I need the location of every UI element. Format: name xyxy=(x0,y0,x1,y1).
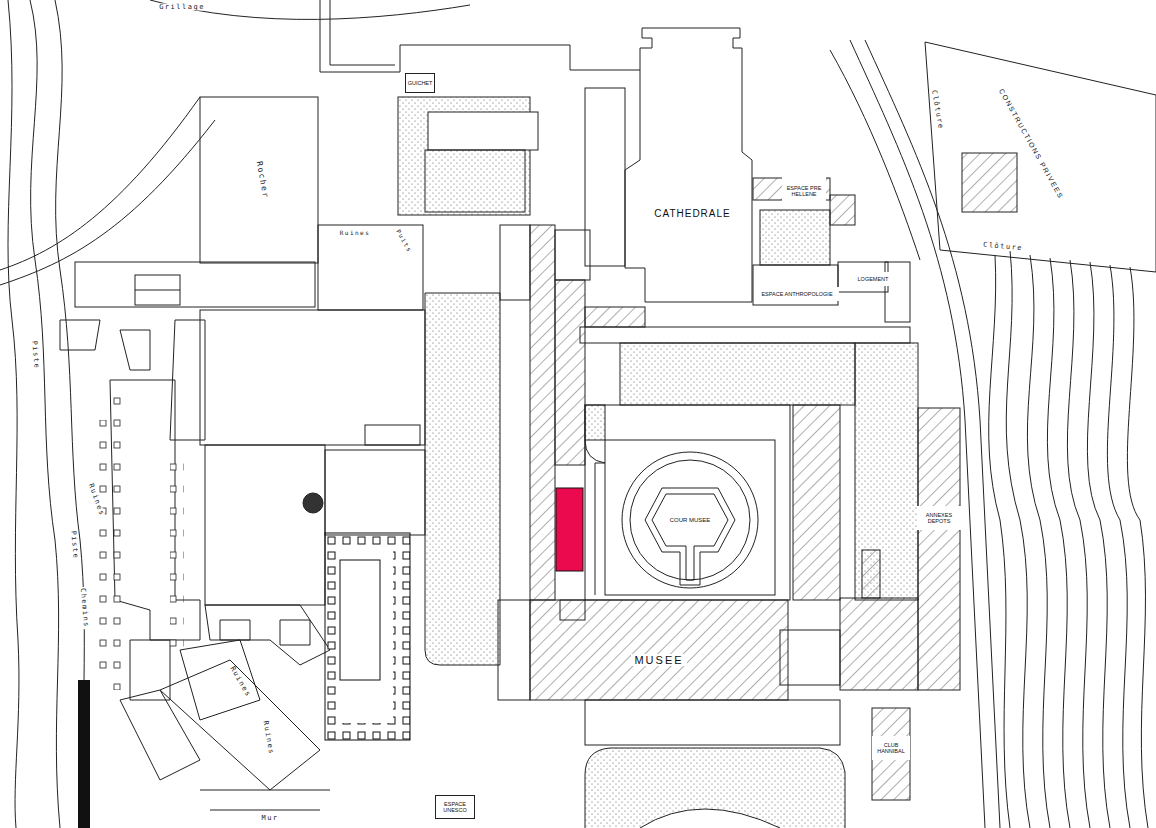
map-label: Rocher xyxy=(255,160,270,201)
building-name: LOGEMENT xyxy=(858,276,889,282)
map-label: Puits xyxy=(395,228,414,255)
building-label-box: ANNEXES DEPOTS xyxy=(917,506,961,530)
map-label: Ruines xyxy=(87,482,106,519)
building-label-box: GUICHET xyxy=(405,73,435,93)
building-name: GUICHET xyxy=(408,80,433,86)
map-label: Mur xyxy=(260,815,279,822)
map-label: Piste xyxy=(69,529,79,560)
map-label: Chemins xyxy=(79,587,90,629)
building-name: COUR MUSEE xyxy=(670,517,711,524)
map-label: Ruines xyxy=(261,720,274,757)
building-name: ESPACE PRE HELLENE xyxy=(782,185,826,197)
building-label-box: ESPACE ANTHROPOLOGIE xyxy=(755,287,839,301)
map-label: Ruines xyxy=(228,665,252,700)
map-label: Grillage xyxy=(158,4,206,11)
building-label-box: ESPACE UNESCO xyxy=(435,795,475,819)
map-label: Ruines xyxy=(339,230,372,236)
building-name: CATHEDRALE xyxy=(654,208,731,219)
building-name: MUSEE xyxy=(631,654,686,666)
building-name: CONSTRUCTIONS PRIVEES xyxy=(997,88,1064,201)
building-label-box: CLUB HANNIBAL xyxy=(872,736,910,760)
map-label: Clôture xyxy=(930,89,944,132)
building-label-box: MUSEE xyxy=(530,645,788,675)
building-label-box: LOGEMENT xyxy=(856,272,891,286)
map-label: Clôture xyxy=(982,242,1024,253)
building-name: ESPACE ANTHROPOLOGIE xyxy=(761,291,832,297)
building-label-box: CONSTRUCTIONS PRIVEES xyxy=(925,42,1156,272)
building-name: ANNEXES DEPOTS xyxy=(917,512,961,524)
building-label-box: CATHEDRALE xyxy=(630,198,755,228)
building-name: ESPACE UNESCO xyxy=(436,801,474,813)
building-label-box: COUR MUSEE xyxy=(658,512,722,528)
map-label: Piste xyxy=(30,339,40,370)
building-name: CLUB HANNIBAL xyxy=(872,742,910,754)
building-label-box: ESPACE PRE HELLENE xyxy=(782,177,826,205)
